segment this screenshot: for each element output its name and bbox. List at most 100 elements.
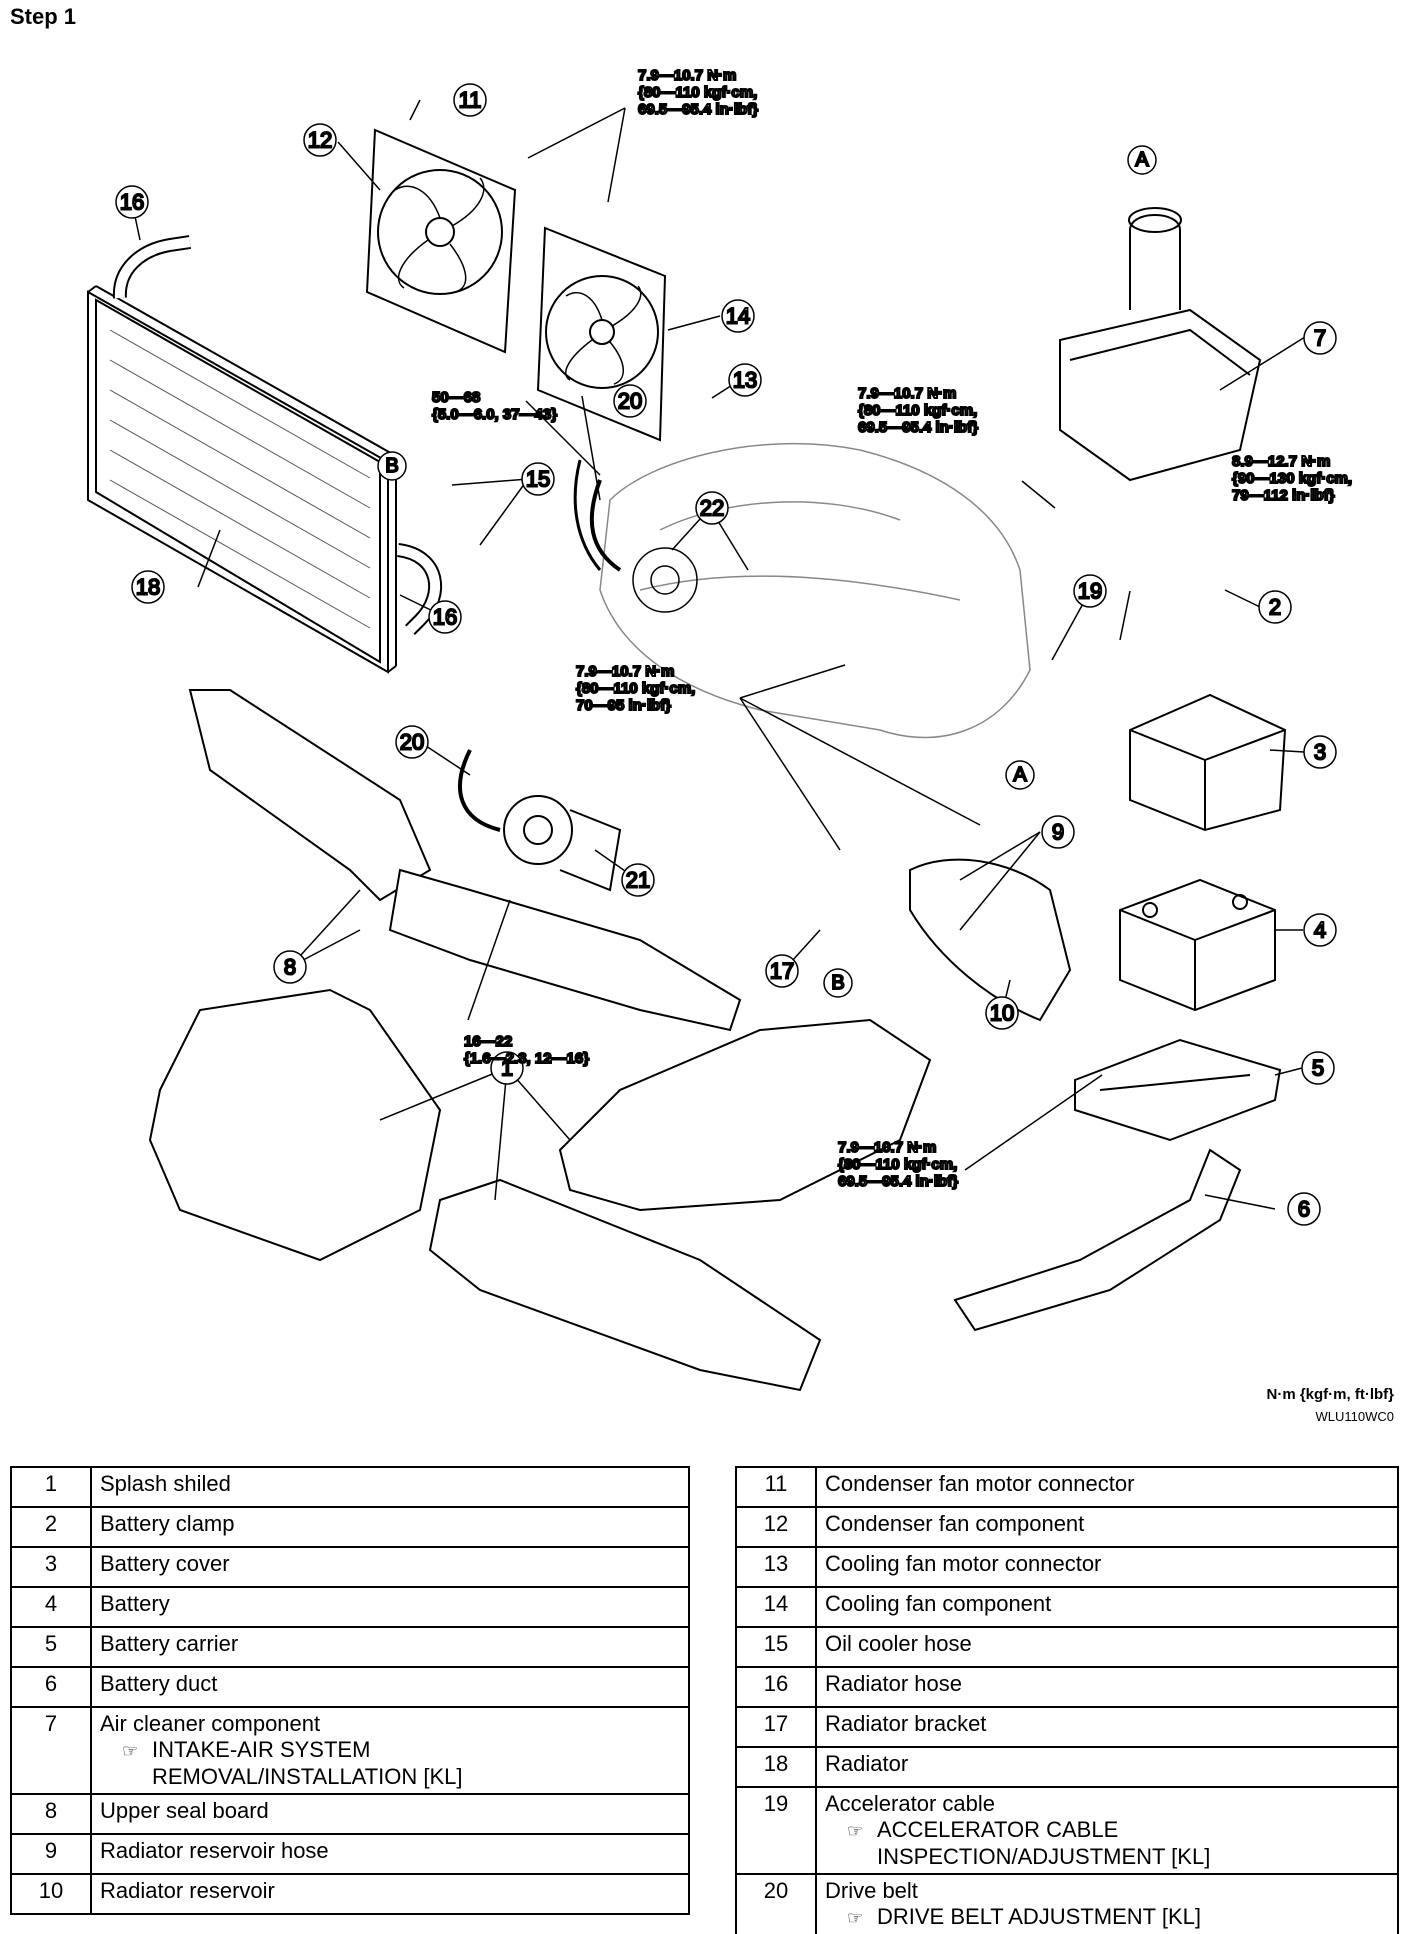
part-number: 6 [10,1666,92,1708]
callout-circles [115,83,1337,1226]
battery-cover-drawing [1129,693,1287,832]
callout-18: 18 [136,575,160,600]
callout-3: 3 [1314,740,1326,765]
callout-15: 15 [526,467,550,492]
torque-units-label: N·m {kgf·m, ft·lbf} [1266,1386,1395,1403]
callout-17: 17 [770,959,794,984]
ref-a-bottom: A [1013,764,1027,786]
part-name: Condenser fan component [815,1506,1399,1548]
ref-b-bottom: B [831,972,844,994]
torque-spec-oil-cooler: 50—68 {5.0—6.0, 37—43} [432,389,557,423]
callout-13: 13 [733,368,757,393]
part-name: Battery [90,1586,690,1628]
callout-1: 1 [501,1056,513,1081]
part-number: 15 [735,1626,817,1668]
part-name: Battery clamp [90,1506,690,1548]
procedure-reference[interactable]: ☞INTAKE-AIR SYSTEM REMOVAL/INSTALLATION … [122,1737,463,1789]
part-number: 17 [735,1706,817,1748]
compressor-drawing [458,479,622,892]
part-name: Radiator reservoir hose [90,1833,690,1875]
part-number: 18 [735,1746,817,1788]
table-row: 7 Air cleaner component ☞INTAKE-AIR SYST… [10,1706,690,1795]
condenser-fan-drawing [365,128,517,354]
part-name: Condenser fan motor connector [815,1466,1399,1508]
part-number: 8 [10,1793,92,1835]
callout-9: 9 [1052,820,1064,845]
part-cell: Air cleaner component ☞INTAKE-AIR SYSTEM… [90,1706,690,1795]
table-row: 19 Accelerator cable ☞ACCELERATOR CABLE … [735,1786,1399,1875]
callout-10: 10 [990,1001,1014,1026]
procedure-reference[interactable]: ☞ACCELERATOR CABLE INSPECTION/ADJUSTMENT… [847,1817,1211,1869]
callout-6: 6 [1298,1197,1310,1222]
part-number: 12 [735,1506,817,1548]
part-number: 3 [10,1546,92,1588]
part-number: 7 [10,1706,92,1795]
part-name: Battery cover [90,1546,690,1588]
battery-drawing [1119,878,1276,1012]
callout-5: 5 [1312,1056,1324,1081]
part-number: 19 [735,1786,817,1875]
part-name: Splash shiled [90,1466,690,1508]
callout-2: 2 [1269,595,1281,620]
part-number: 5 [10,1626,92,1668]
callout-16-lower: 16 [433,605,457,630]
part-number: 11 [735,1466,817,1508]
callout-14: 14 [726,304,750,329]
callout-4: 4 [1314,918,1326,943]
reference-pointer-icon: ☞ [847,1908,864,1928]
part-name: Drive belt [825,1878,918,1903]
part-number: 10 [10,1873,92,1915]
part-name: Air cleaner component [100,1711,321,1736]
part-name: Radiator hose [815,1666,1399,1708]
air-cleaner-drawing [1059,207,1262,482]
part-name: Radiator reservoir [90,1873,690,1915]
part-number: 4 [10,1586,92,1628]
callout-22: 22 [700,496,724,521]
callout-20-lower: 20 [400,730,424,755]
callout-16-upper: 16 [120,190,144,215]
part-name: Accelerator cable [825,1791,995,1816]
battery-carrier-drawing [1074,1038,1282,1142]
reference-pointer-icon: ☞ [122,1741,139,1761]
leader-lines [131,99,1306,1210]
table-row: 20 Drive belt ☞DRIVE BELT ADJUSTMENT [KL… [735,1873,1399,1934]
upper-seal-board-drawing [188,689,742,1032]
torque-spec-radiator-bracket: 7.9—10.7 N·m {80—110 kgf·cm, 70—95 in·lb… [576,663,699,714]
exploded-parts-diagram: 11 12 16 14 13 7 2 19 3 4 5 6 9 8 10 17 … [87,66,1356,1392]
callout-7: 7 [1314,326,1326,351]
radiator-reservoir-drawing [909,858,1072,1022]
part-number: 2 [10,1506,92,1548]
torque-spec-air-cleaner-right: 8.9—12.7 N·m {90—130 kgf·cm, 79—112 in·l… [1232,453,1356,504]
procedure-reference[interactable]: ☞DRIVE BELT ADJUSTMENT [KL] [847,1904,1201,1929]
part-name: Radiator bracket [815,1706,1399,1748]
callout-11: 11 [459,88,482,113]
part-number: 20 [735,1873,817,1934]
ref-b-top: B [385,455,398,477]
battery-duct-drawing [953,1148,1242,1332]
callout-12: 12 [308,128,332,153]
splash-shield-drawing [148,988,932,1392]
torque-spec-air-cleaner-left: 7.9—10.7 N·m {80—110 kgf·cm, 69.5—95.4 i… [858,385,981,436]
part-name: Oil cooler hose [815,1626,1399,1668]
torque-spec-seal-board: 16—22 {1.6—2.3, 12—16} [464,1033,589,1067]
part-number: 16 [735,1666,817,1708]
reference-pointer-icon: ☞ [847,1821,864,1841]
part-cell: Drive belt ☞DRIVE BELT ADJUSTMENT [KL] [815,1873,1399,1934]
torque-spec-battery-carrier: 7.9—10.7 N·m {80—110 kgf·cm, 69.5—95.4 i… [838,1139,961,1190]
